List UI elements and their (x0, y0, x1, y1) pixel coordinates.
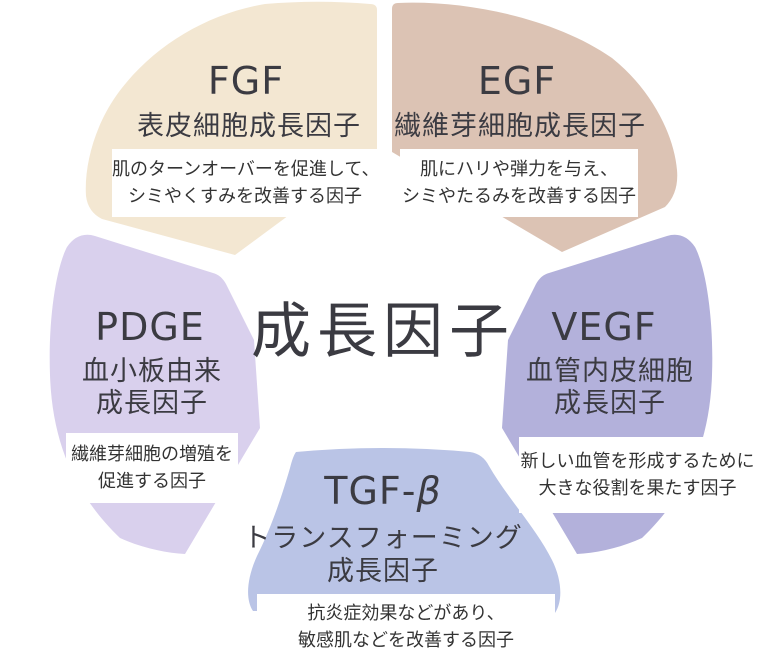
vegf-desc-line1: 新しい血管を形成するために (520, 451, 755, 472)
egf-desc-line1: 肌にハリや弾力を与え、 (420, 159, 618, 180)
tgf-title-prefix: TGF- (324, 469, 417, 513)
tgf-desc-line1: 抗炎症効果などがあり、 (307, 603, 505, 624)
fgf-desc-line1: 肌のターンオーバーを促進して、 (112, 159, 380, 180)
fgf-title: FGF (207, 59, 285, 103)
tgf-title: TGF-β (324, 472, 442, 510)
tgf-subtitle-line2: 成長因子 (327, 556, 439, 587)
tgf-subtitle-line1: トランスフォーミング (243, 523, 523, 554)
pdge-title: PDGE (95, 305, 205, 349)
vegf-subtitle-line2: 成長因子 (554, 388, 666, 419)
vegf-description-box: 新しい血管を形成するために 大きな役割を果たす因子 (519, 437, 756, 513)
tgf-desc-line2: 敏感肌などを改善する因子 (298, 630, 514, 651)
pdge-subtitle-line1: 血小板由来 (82, 356, 222, 387)
egf-desc-line2: シミやたるみを改善する因子 (402, 186, 636, 207)
tgf-title-beta: β (416, 469, 442, 513)
pdge-subtitle-line2: 成長因子 (96, 388, 208, 419)
vegf-title: VEGF (551, 305, 657, 349)
fgf-subtitle: 表皮細胞成長因子 (137, 111, 361, 142)
center-title: 成長因子 (251, 297, 515, 367)
egf-description-box: 肌にハリや弾力を与え、 シミやたるみを改善する因子 (400, 149, 638, 217)
fgf-description-box: 肌のターンオーバーを促進して、 シミやくすみを改善する因子 (112, 149, 380, 217)
egf-subtitle: 繊維芽細胞成長因子 (394, 111, 646, 142)
pdge-desc-line1: 繊維芽細胞の増殖を (71, 444, 233, 465)
vegf-desc-line2: 大きな役割を果たす因子 (538, 478, 737, 499)
vegf-subtitle-line1: 血管内皮細胞 (526, 356, 694, 387)
fgf-desc-line2: シミやくすみを改善する因子 (128, 186, 362, 207)
egf-title: EGF (477, 59, 557, 103)
tgf-description-box: 抗炎症効果などがあり、 敏感肌などを改善する因子 (257, 594, 555, 660)
petal-tgf-shape (248, 448, 561, 613)
pdge-description-box: 繊維芽細胞の増殖を 促進する因子 (66, 433, 238, 503)
pdge-desc-line2: 促進する因子 (98, 471, 206, 492)
